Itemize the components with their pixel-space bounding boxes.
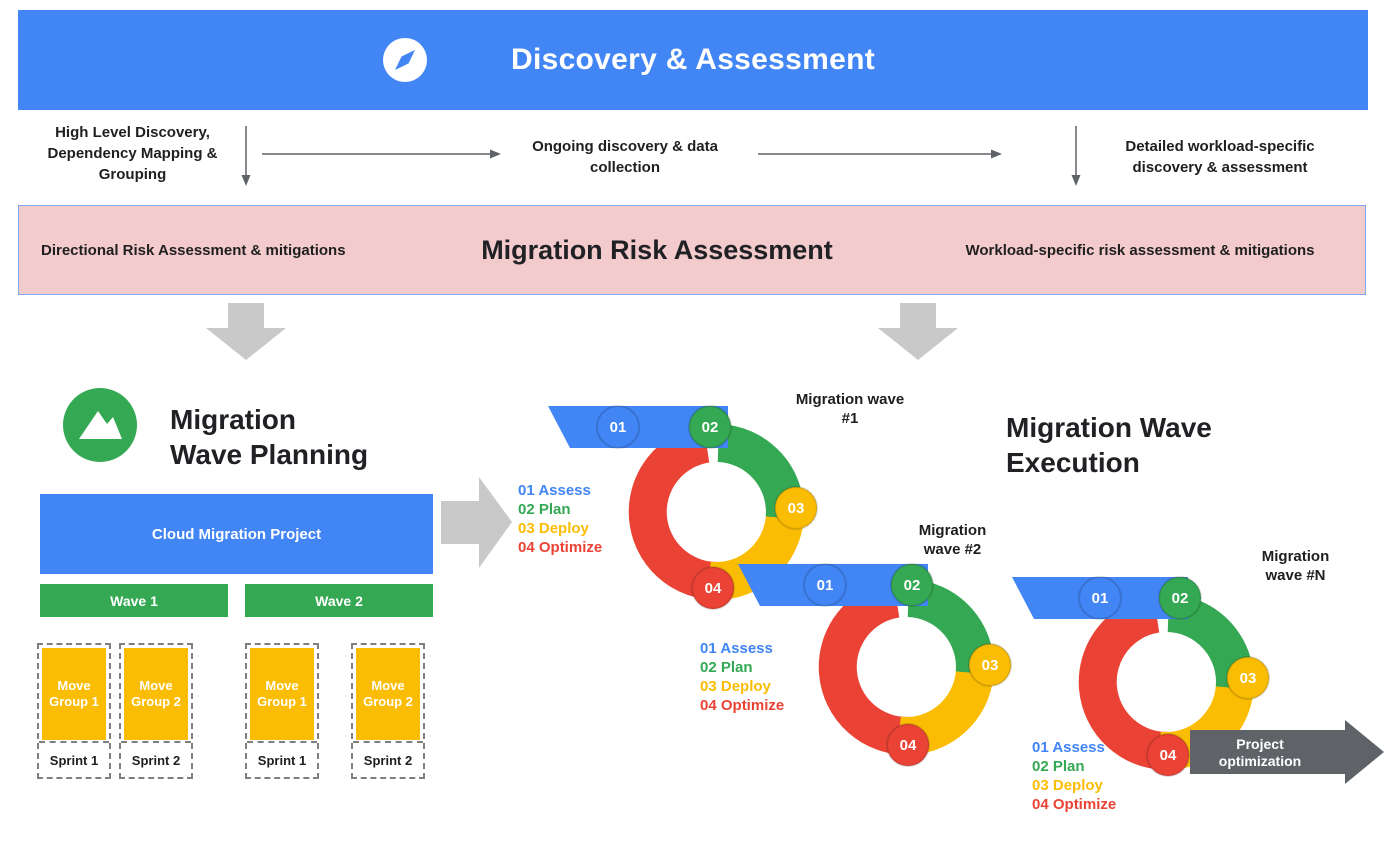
move-group-box: Move Group 2: [356, 648, 420, 740]
wave-2-label: Wave 2: [315, 592, 363, 609]
high-level-discovery-note: High Level Discovery, Dependency Mapping…: [47, 124, 218, 183]
svg-text:03: 03: [788, 500, 805, 517]
svg-text:03: 03: [982, 657, 999, 674]
wave-2-step-03-badge: 03: [968, 643, 1012, 687]
svg-text:04: 04: [705, 580, 722, 597]
sprint-label: Sprint 2: [353, 741, 423, 777]
wave-2-step-02-badge: 02: [890, 563, 934, 607]
wave-n-ring-green: [1166, 594, 1254, 690]
svg-text:04: 04: [900, 737, 917, 754]
move-group-2-sprint-2-wave2: Move Group 2 Sprint 2: [351, 643, 425, 779]
block-down-arrow-right-icon: [877, 303, 959, 366]
wave-n-step-02-badge: 02: [1158, 576, 1202, 620]
sprint-label: Sprint 1: [39, 741, 109, 777]
migration-wave-2-cycle: 01 02 03 04: [738, 563, 1012, 767]
svg-text:02: 02: [702, 419, 719, 436]
right-arrow-right-icon: [758, 147, 1003, 165]
compass-icon: [383, 38, 427, 82]
migration-wave-execution-title: Migration Wave Execution: [1006, 412, 1212, 478]
svg-text:04: 04: [1160, 747, 1177, 764]
discovery-assessment-title: Discovery & Assessment: [510, 43, 875, 76]
legend-item-optimize: 04 Optimize: [1032, 796, 1117, 813]
wave-1-step-04-badge: 04: [691, 566, 735, 610]
migration-wave-n-label: Migration wave #N: [1261, 548, 1330, 584]
migration-wave-n-cycle: 01 02 03 04: [1012, 576, 1384, 784]
legend-item-plan: 02 Plan: [1032, 758, 1085, 775]
migration-risk-assessment-title: Migration Risk Assessment: [481, 234, 833, 265]
migration-wave-1-cycle: 01 02 03 04: [548, 405, 818, 610]
sprint-label: Sprint 2: [121, 741, 191, 777]
wave-1-step-03-badge: 03: [774, 486, 818, 530]
legend-item-deploy: 03 Deploy: [1032, 777, 1103, 794]
migration-wave-planning-title: Migration Wave Planning: [170, 404, 369, 470]
wave-1-step-02-badge: 02: [688, 405, 732, 449]
legend-item-deploy: 03 Deploy: [700, 678, 771, 695]
wave-1-legend: 01 Assess 02 Plan 03 Deploy 04 Optimize: [518, 481, 602, 557]
legend-item-plan: 02 Plan: [700, 659, 753, 676]
svg-text:02: 02: [904, 577, 921, 594]
cloud-migration-project-label: Cloud Migration Project: [151, 525, 322, 543]
migration-risk-assessment-banner: Directional Risk Assessment & mitigation…: [18, 205, 1366, 295]
wave-1-box: Wave 1: [40, 584, 228, 617]
block-down-arrow-left-icon: [205, 303, 287, 366]
migration-wave-2-label: Migration wave #2: [918, 522, 987, 558]
discovery-assessment-banner: Discovery & Assessment: [18, 10, 1368, 110]
block-right-arrow-icon: [441, 477, 513, 574]
svg-text:03: 03: [1240, 670, 1257, 687]
wave-n-legend: 01 Assess 02 Plan 03 Deploy 04 Optimize: [1032, 738, 1116, 814]
detailed-discovery-note: Detailed workload-specific discovery & a…: [1125, 138, 1315, 176]
legend-item-optimize: 04 Optimize: [700, 697, 785, 714]
move-group-1-sprint-1-wave2: Move Group 1 Sprint 1: [245, 643, 319, 779]
move-group-box: Move Group 1: [42, 648, 106, 740]
ongoing-discovery-note: Ongoing discovery & data collection: [532, 138, 718, 176]
move-group-box: Move Group 1: [250, 648, 314, 740]
wave-1-label: Wave 1: [110, 592, 158, 609]
cloud-migration-project-box: Cloud Migration Project: [40, 494, 433, 574]
move-group-1-sprint-1: Move Group 1 Sprint 1: [37, 643, 111, 779]
down-arrow-left-icon: [240, 126, 252, 193]
move-group-2-sprint-2: Move Group 2 Sprint 2: [119, 643, 193, 779]
wave-2-step-04-badge: 04: [886, 723, 930, 767]
wave-n-step-03-badge: 03: [1226, 656, 1270, 700]
legend-item-plan: 02 Plan: [518, 501, 571, 518]
wave-2-legend: 01 Assess 02 Plan 03 Deploy 04 Optimize: [700, 639, 784, 715]
legend-item-assess: 01 Assess: [700, 640, 773, 657]
project-optimization-label: Project optimization: [1218, 736, 1302, 769]
workload-risk-note: Workload-specific risk assessment & miti…: [965, 241, 1315, 259]
wave-2-ring-green: [906, 579, 994, 675]
down-arrow-right-icon: [1070, 126, 1082, 193]
wave-1-ring-red: [628, 424, 719, 600]
move-group-box: Move Group 2: [124, 648, 188, 740]
wave-2-ring-red: [818, 579, 909, 755]
wave-2-step-01-badge: 01: [803, 563, 847, 607]
wave-n-ring-red: [1078, 594, 1169, 770]
wave-n-step-04-badge: 04: [1146, 733, 1190, 777]
sprint-label: Sprint 1: [247, 741, 317, 777]
legend-item-deploy: 03 Deploy: [518, 520, 589, 537]
svg-text:01: 01: [817, 577, 834, 594]
wave-1-step-01-badge: 01: [596, 405, 640, 449]
migration-wave-execution-diagram: 01 02 03 04 01: [500, 380, 1385, 860]
migration-wave-1-label: Migration wave #1: [795, 391, 905, 427]
wave-n-step-01-badge: 01: [1078, 576, 1122, 620]
project-optimization-arrow: [1190, 720, 1384, 784]
svg-text:01: 01: [610, 419, 627, 436]
directional-risk-note: Directional Risk Assessment & mitigation…: [41, 241, 346, 259]
legend-item-assess: 01 Assess: [518, 482, 591, 499]
legend-item-optimize: 04 Optimize: [518, 539, 603, 556]
right-arrow-left-icon: [262, 147, 502, 165]
legend-item-assess: 01 Assess: [1032, 739, 1105, 756]
migration-wave-planning-icon: [63, 388, 137, 467]
wave-2-box: Wave 2: [245, 584, 433, 617]
svg-text:01: 01: [1092, 590, 1109, 607]
svg-text:02: 02: [1172, 590, 1189, 607]
